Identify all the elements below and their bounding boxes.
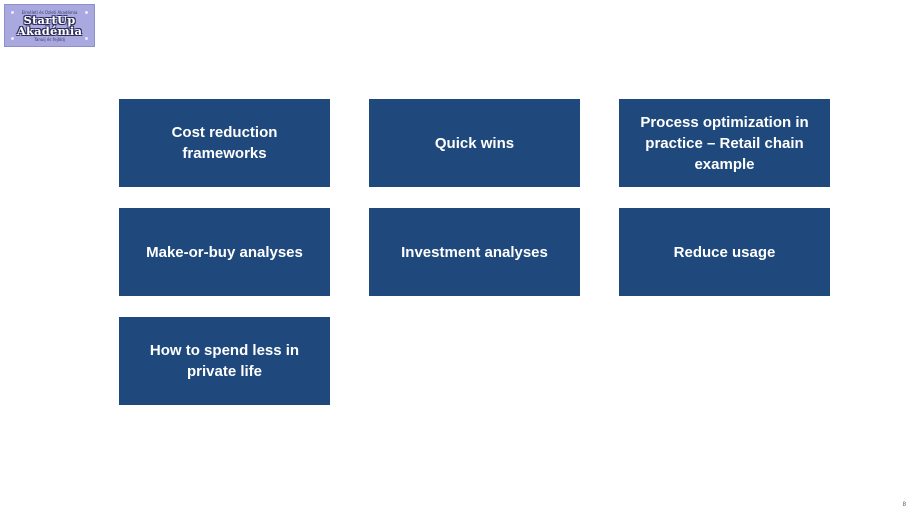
tile-label: Make-or-buy analyses	[146, 243, 303, 261]
logo-star-icon	[85, 37, 88, 40]
startup-akademia-logo: Elméleti és Üzleti Akadémia StartUp Akad…	[4, 4, 95, 47]
tile-label: Process optimization in practice – Retai…	[640, 113, 809, 173]
tile-process-optimization[interactable]: Process optimization in practice – Retai…	[619, 99, 830, 187]
logo-star-icon	[11, 37, 14, 40]
logo-top-line: Elméleti és Üzleti Akadémia	[21, 9, 78, 15]
tile-quick-wins[interactable]: Quick wins	[369, 99, 580, 187]
tile-cost-reduction-frameworks[interactable]: Cost reduction frameworks	[119, 99, 330, 187]
logo-line-akademia: Akadémia	[16, 23, 83, 38]
tile-make-or-buy-analyses[interactable]: Make-or-buy analyses	[119, 208, 330, 296]
tile-label: How to spend less in private life	[149, 342, 300, 380]
tile-investment-analyses[interactable]: Investment analyses	[369, 208, 580, 296]
logo-bottom-line: Tanulj és fejlődj	[34, 36, 65, 42]
tile-reduce-usage[interactable]: Reduce usage	[619, 208, 830, 296]
page-number: 8	[902, 502, 906, 508]
tile-label: Reduce usage	[673, 243, 776, 261]
logo-star-icon	[11, 11, 14, 14]
logo-line-startup: StartUp	[23, 12, 76, 27]
tile-label: Investment analyses	[401, 243, 548, 261]
tile-label: Cost reduction frameworks	[171, 124, 278, 162]
logo-star-icon	[85, 11, 88, 14]
tile-spend-less-private-life[interactable]: How to spend less in private life	[119, 317, 330, 405]
tile-label: Quick wins	[434, 134, 515, 152]
